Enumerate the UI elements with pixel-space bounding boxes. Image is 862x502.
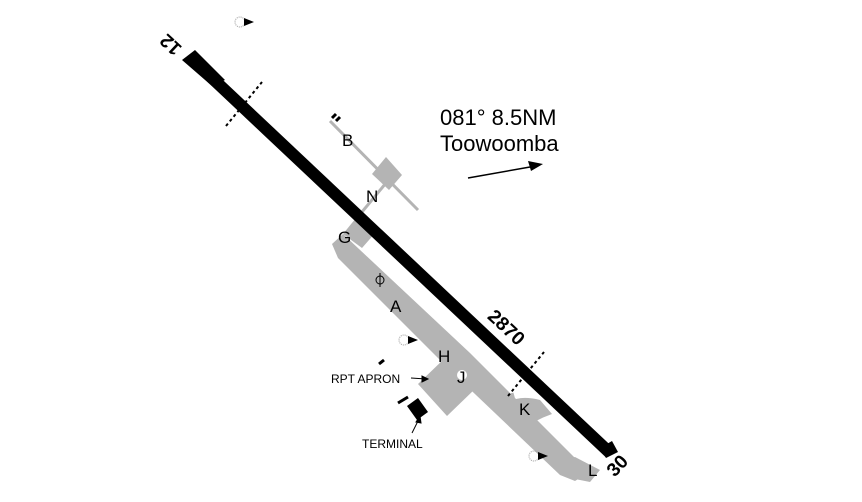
taxiway-network xyxy=(332,157,600,482)
terminal-label: TERMINAL xyxy=(362,437,423,451)
runway-strip xyxy=(190,57,615,458)
destination-label: Toowoomba xyxy=(440,131,559,156)
taxiway-label-g: G xyxy=(338,228,351,247)
taxiway-label-b: B xyxy=(342,131,353,150)
runway-12-threshold xyxy=(182,50,225,86)
windsock-icon xyxy=(528,450,548,462)
taxiway-l-connector xyxy=(555,457,600,482)
runway-end-12-label: 12 xyxy=(156,29,186,59)
apron-mark xyxy=(378,358,385,366)
taxiway-g-connector xyxy=(343,218,376,248)
wind-direction-indicator-icon xyxy=(375,273,385,287)
taxiway-label-a: A xyxy=(390,297,402,316)
taxiway-label-n: N xyxy=(366,187,378,206)
apron-marker xyxy=(457,370,467,380)
rpt-apron xyxy=(418,357,476,416)
leader-arrows xyxy=(410,375,430,434)
taxiway-k-line xyxy=(510,392,524,431)
runway-12-30 xyxy=(182,50,618,458)
taxiway-label-k: K xyxy=(519,400,531,419)
windsock-icon xyxy=(234,16,254,28)
taxiway-label-l: L xyxy=(588,461,597,480)
taxiway-b-end-markers xyxy=(330,112,342,123)
bearing-distance-label: 081° 8.5NM xyxy=(440,105,556,130)
rpt-apron-label: RPT APRON xyxy=(331,372,400,386)
taxiway-n-junction xyxy=(372,157,402,190)
direction-arrow-icon xyxy=(467,161,543,179)
terminal-building xyxy=(397,395,428,420)
taxiway-label-h: H xyxy=(438,347,450,366)
taxiway-b-line xyxy=(328,119,420,212)
windsock-icon xyxy=(398,334,418,346)
taxiway-label-j: J xyxy=(457,368,466,387)
runway-30-threshold xyxy=(600,441,618,458)
